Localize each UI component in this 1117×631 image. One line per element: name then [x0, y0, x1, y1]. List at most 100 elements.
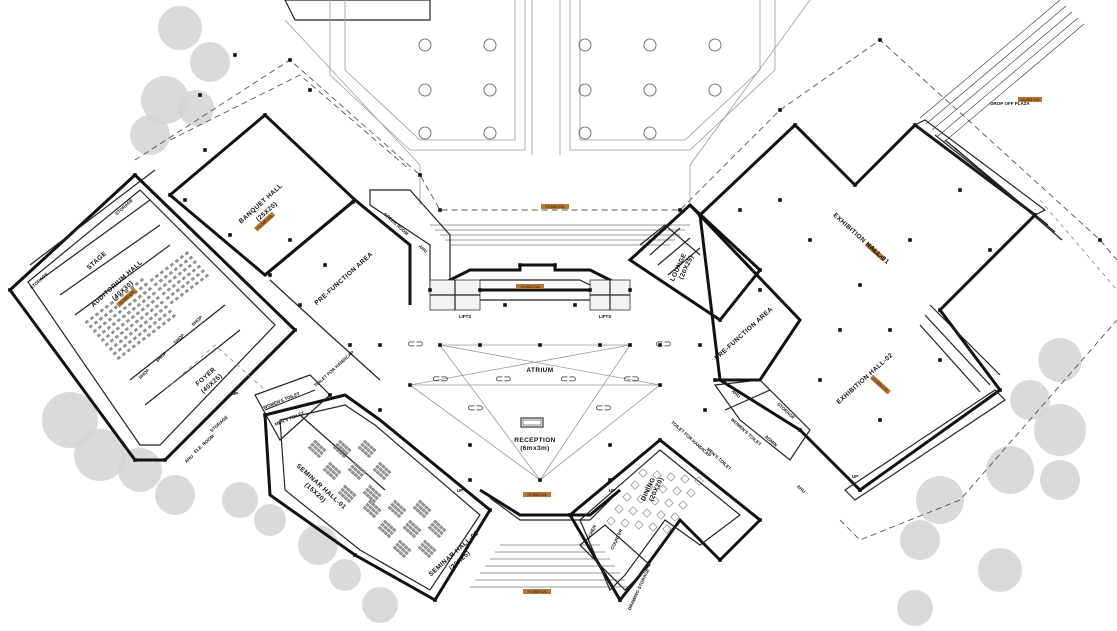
column	[818, 378, 822, 382]
column	[438, 208, 442, 212]
seat	[127, 339, 132, 345]
column	[938, 308, 942, 312]
svg-text:⊂⊃: ⊂⊃	[655, 339, 672, 350]
column	[988, 248, 992, 252]
seat	[175, 288, 180, 293]
top-entry-steps	[430, 224, 690, 246]
seat	[412, 505, 418, 511]
seat	[331, 475, 337, 481]
seat	[383, 467, 389, 472]
seat	[182, 267, 187, 272]
seat	[113, 342, 118, 348]
column	[538, 343, 542, 347]
seat	[408, 525, 413, 530]
seat	[365, 508, 371, 513]
seat	[427, 525, 433, 531]
label-womens-toilet-right: WOMEN'S TOILET	[730, 417, 763, 447]
seat	[322, 467, 328, 473]
seat	[185, 280, 190, 285]
seat	[161, 291, 166, 296]
seat	[166, 287, 171, 292]
seat	[423, 545, 428, 550]
seat	[136, 302, 141, 308]
label-exhibition-1: EXHIBITION HALL-01	[832, 212, 891, 266]
site-outline	[134, 39, 1117, 541]
label-pre-function-left: PRE-FUNCTION AREA	[313, 251, 374, 307]
seat	[361, 469, 367, 475]
dining-table	[666, 472, 676, 482]
seat	[365, 493, 371, 498]
seat	[93, 320, 98, 325]
seat	[332, 445, 338, 451]
seat	[351, 492, 357, 498]
seat	[167, 309, 172, 314]
column	[348, 343, 352, 347]
seat	[180, 284, 185, 289]
column	[263, 413, 267, 417]
seat	[353, 461, 358, 467]
seat	[307, 445, 313, 451]
seat	[405, 522, 410, 528]
seat	[371, 502, 376, 507]
seat	[393, 499, 398, 505]
seat	[368, 505, 373, 510]
column	[718, 318, 722, 322]
seat	[356, 475, 362, 481]
seat	[328, 467, 333, 472]
seat	[441, 527, 447, 533]
level-dropoff: +0.000 LVL	[1020, 97, 1041, 102]
level-center-bottom: +1.500 LVL	[527, 492, 548, 497]
seat	[389, 530, 394, 536]
seat	[392, 545, 398, 551]
seat	[184, 288, 189, 294]
seat	[133, 327, 138, 332]
seat	[334, 472, 339, 478]
seat	[333, 467, 339, 472]
seat	[349, 495, 354, 501]
dining-table	[694, 476, 704, 486]
seat	[378, 461, 383, 467]
seat	[380, 522, 385, 528]
seat	[358, 467, 364, 472]
seat	[170, 291, 175, 297]
seat	[374, 495, 379, 501]
seat	[386, 528, 391, 533]
seat	[328, 473, 334, 478]
seat	[363, 451, 369, 456]
column	[553, 263, 557, 267]
level-center-top: +1.500 LVL	[520, 284, 541, 289]
seat	[436, 528, 441, 533]
column	[608, 478, 612, 482]
seat	[433, 519, 438, 525]
column	[718, 558, 722, 562]
seat	[161, 321, 166, 326]
label-shop-3: SHOP	[173, 333, 186, 345]
seat	[398, 539, 403, 545]
seat	[426, 548, 431, 553]
seat	[107, 317, 112, 322]
seat	[158, 308, 163, 313]
seat	[321, 447, 327, 453]
seat	[195, 272, 200, 278]
label-shop-4: SHOP	[191, 315, 204, 327]
level-exhibition-2: +1.500 LVL	[871, 376, 890, 394]
column	[703, 408, 707, 412]
dining-tables	[606, 468, 704, 534]
column	[658, 383, 662, 387]
seat	[116, 355, 121, 360]
seat	[94, 312, 99, 317]
column	[793, 123, 797, 127]
seat	[145, 303, 150, 308]
seat	[371, 508, 376, 513]
column	[658, 438, 662, 442]
seat	[115, 326, 120, 331]
seat	[386, 533, 392, 539]
dining-table	[664, 498, 674, 508]
label-ahu-3: AHU	[796, 484, 807, 494]
column	[293, 328, 297, 332]
seat	[129, 285, 134, 290]
label-up-3: UP	[232, 391, 238, 396]
seat	[411, 522, 416, 527]
seminar-seating	[307, 439, 447, 559]
